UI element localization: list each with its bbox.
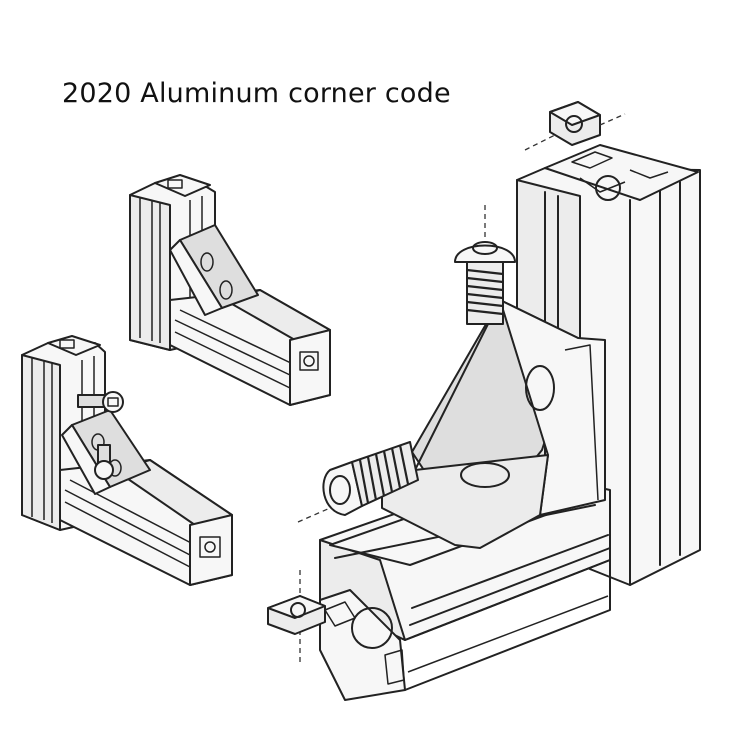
exploded-corner-large — [267, 101, 701, 701]
assembled-corner-small-top — [129, 174, 331, 406]
diagram-title: 2020 Aluminum corner code — [62, 78, 451, 109]
assembled-corner-small-bottom — [21, 335, 233, 586]
